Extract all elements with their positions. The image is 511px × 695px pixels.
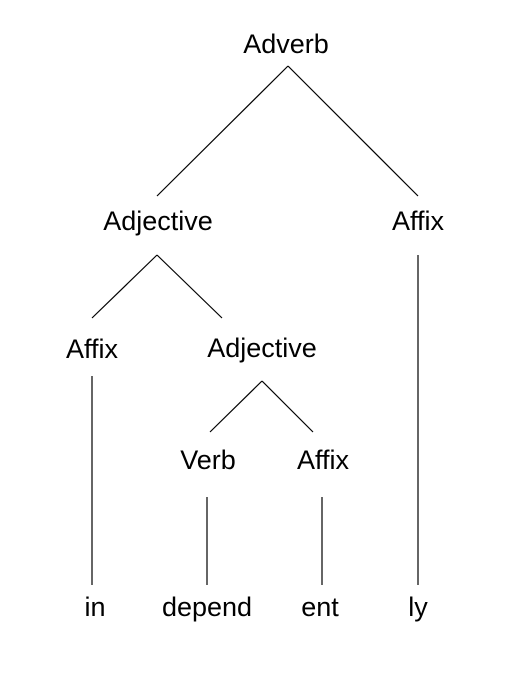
node-affix-suffix-ent: Affix — [296, 445, 350, 475]
edge-adverb-adjective — [156, 65, 289, 197]
leaf-in: in — [84, 592, 106, 622]
node-affix-suffix-ly: Affix — [391, 206, 445, 236]
edge-adjective-prefix-affix — [91, 254, 158, 319]
node-adjective: Adjective — [103, 206, 213, 236]
edge-adjective-inner-adjective — [156, 254, 223, 319]
edge-inner-adjective-verb — [209, 380, 263, 433]
node-inner-adjective: Adjective — [207, 333, 317, 363]
edge-adverb-affix — [287, 65, 419, 197]
node-verb: Verb — [180, 445, 236, 475]
node-affix-prefix: Affix — [65, 334, 119, 364]
edge-inner-adjective-suffix-affix — [261, 380, 314, 433]
leaf-ly: ly — [408, 592, 428, 622]
leaf-depend: depend — [161, 592, 253, 622]
node-adverb: Adverb — [243, 29, 329, 59]
leaf-ent: ent — [301, 592, 339, 622]
